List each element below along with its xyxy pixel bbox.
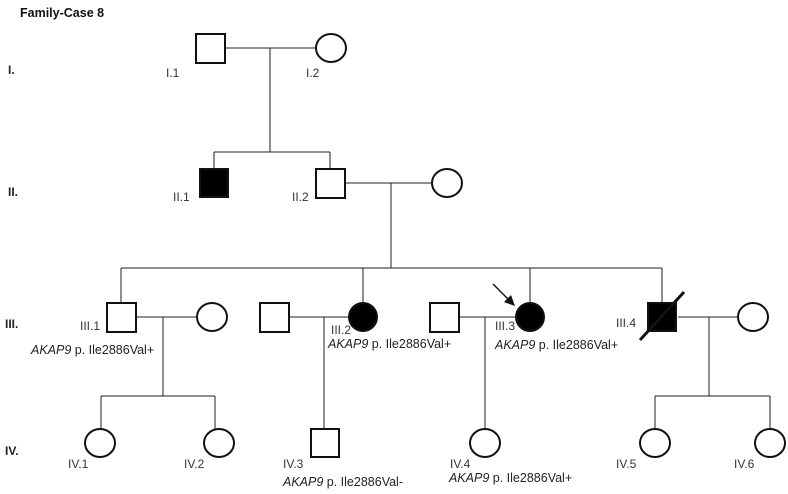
deceased-slash-icon: [638, 290, 686, 342]
label-iii2: III.2: [331, 323, 351, 337]
male-symbol-iii1[interactable]: [106, 302, 137, 333]
label-ii2: II.2: [292, 190, 309, 204]
female-symbol-iii2-affected[interactable]: [348, 302, 378, 332]
label-iv2: IV.2: [184, 457, 205, 471]
pedigree-lines: [100, 47, 771, 430]
male-symbol-iii2-spouse[interactable]: [259, 302, 290, 333]
female-symbol-i2[interactable]: [315, 33, 347, 63]
label-iv6: IV.6: [734, 457, 755, 471]
male-symbol-ii2[interactable]: [315, 168, 346, 199]
label-iv1: IV.1: [68, 457, 89, 471]
variant-annotation-iii1: AKAP9 p. Ile2886Val+: [30, 343, 154, 357]
generation-label-iv: IV.: [5, 444, 19, 458]
female-symbol-iii3-affected[interactable]: [515, 302, 545, 332]
generation-label-iii: III.: [5, 317, 18, 331]
label-iv5: IV.5: [616, 457, 637, 471]
female-symbol-iv5[interactable]: [639, 428, 671, 458]
female-symbol-iv1[interactable]: [84, 428, 116, 458]
label-ii1: II.1: [173, 190, 190, 204]
label-iv3: IV.3: [283, 457, 304, 471]
female-symbol-iv4[interactable]: [469, 428, 501, 458]
male-symbol-i1[interactable]: [195, 33, 226, 64]
variant-annotation-iii2: AKAP9 p. Ile2886Val+: [327, 337, 451, 351]
label-iii3: III.3: [495, 319, 515, 333]
female-symbol-iv2[interactable]: [203, 428, 235, 458]
female-symbol-ii-spouse[interactable]: [431, 168, 463, 198]
generation-label-ii: II.: [8, 185, 18, 199]
female-symbol-iii1-spouse[interactable]: [196, 302, 228, 332]
variant-annotation-iv3: AKAP9 p. Ile2886Val-: [282, 475, 403, 489]
label-iii4: III.4: [616, 316, 636, 330]
male-symbol-iii3-spouse[interactable]: [429, 302, 460, 333]
proband-arrow-icon: [492, 283, 515, 306]
variant-annotation-iv4: AKAP9 p. Ile2886Val+: [448, 471, 572, 485]
label-iv4: IV.4: [450, 457, 471, 471]
generation-label-i: I.: [8, 63, 15, 77]
male-symbol-iv3[interactable]: [310, 428, 340, 458]
page-title: Family-Case 8: [20, 6, 104, 20]
female-symbol-iii4-spouse[interactable]: [737, 302, 769, 332]
male-symbol-ii1-affected[interactable]: [199, 168, 229, 198]
female-symbol-iv6[interactable]: [754, 428, 786, 458]
label-iii1: III.1: [80, 319, 100, 333]
label-i2: I.2: [306, 66, 320, 80]
variant-annotation-iii3: AKAP9 p. Ile2886Val+: [494, 338, 618, 352]
label-i1: I.1: [166, 66, 180, 80]
